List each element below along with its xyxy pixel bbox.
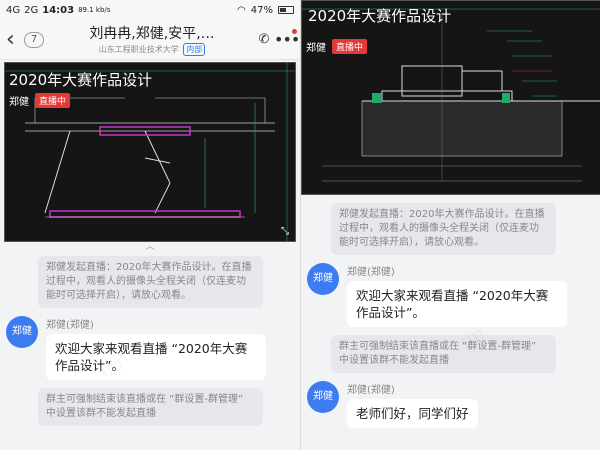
chat-message: 郑健 郑健(郑健) 老师们好，同学们好 (301, 377, 600, 432)
more-icon[interactable]: ••• (274, 29, 300, 49)
back-arrow-icon[interactable]: ‹ (6, 27, 15, 52)
system-message: 群主可强制结束该直播或在 “群设置-群管理” 中设置该群不能发起直播 (331, 335, 556, 373)
chat-title-area[interactable]: 刘冉冉,郑健,安平,… 山东工程职业技术大学 内部 (50, 23, 254, 56)
video-host-name: 郑健 (306, 43, 326, 54)
live-badge: 直播中 (35, 93, 71, 108)
sender-name: 郑健(郑健) (46, 320, 94, 331)
chat-message: 郑健 郑健(郑健) 欢迎大家来观看直播 “2020年大赛作品设计”。 (301, 259, 600, 331)
wifi-icon: ◠ (237, 4, 246, 16)
sender-name: 郑健(郑健) (347, 385, 395, 396)
internal-tag: 内部 (183, 43, 206, 56)
chat-message: 郑健 郑健(郑健) 欢迎大家来观看直播 “2020年大赛作品设计”。 (0, 312, 300, 384)
chat-header: ‹ 7 刘冉冉,郑健,安平,… 山东工程职业技术大学 内部 ✆ ••• (0, 20, 300, 60)
chat-subtitle-row: 山东工程职业技术大学 内部 (50, 43, 254, 56)
system-message: 郑健发起直播：2020年大赛作品设计。在直播过程中，观看人的摄像头全程关闭（仅连… (331, 203, 556, 255)
sender-name: 郑健(郑健) (347, 267, 395, 278)
unread-count-badge[interactable]: 7 (24, 31, 44, 48)
avatar[interactable]: 郑健 (307, 263, 339, 295)
message-bubble[interactable]: 老师们好，同学们好 (347, 399, 478, 428)
right-phone-screen: 2020年大赛作品设计 郑健 直播中 郑健发起直播：2020年大赛作品设计。在直… (300, 0, 600, 450)
avatar[interactable]: 郑健 (307, 381, 339, 413)
network-speed: 89.1 kb/s (78, 6, 111, 14)
clock: 14:03 (42, 4, 75, 16)
status-bar: 4G 2G 14:03 89.1 kb/s ◠ 47% (0, 0, 300, 20)
org-name: 山东工程职业技术大学 (98, 45, 179, 54)
chevron-up-icon[interactable]: ︿ (145, 242, 155, 252)
fullscreen-icon[interactable]: ⤡ (281, 226, 289, 237)
system-message: 郑健发起直播：2020年大赛作品设计。在直播过程中，观看人的摄像头全程关闭（仅连… (38, 256, 263, 308)
live-video-player[interactable]: 2020年大赛作品设计 郑健 直播中 ⤡ (4, 62, 296, 242)
left-phone-screen: 4G 2G 14:03 89.1 kb/s ◠ 47% ‹ 7 刘冉冉,郑健,安… (0, 0, 300, 426)
message-bubble[interactable]: 欢迎大家来观看直播 “2020年大赛作品设计”。 (347, 281, 567, 327)
video-host-name: 郑健 (9, 97, 29, 108)
signal-indicator-2: 2G (24, 4, 39, 16)
system-message: 群主可强制结束该直播或在 “群设置-群管理” 中设置该群不能发起直播 (38, 388, 263, 426)
chat-title: 刘冉冉,郑健,安平,… (89, 26, 215, 42)
cad-drawing (302, 1, 600, 194)
message-bubble[interactable]: 欢迎大家来观看直播 “2020年大赛作品设计”。 (46, 334, 266, 380)
battery-icon (278, 6, 294, 14)
video-title: 2020年大赛作品设计 (9, 71, 153, 89)
live-badge: 直播中 (332, 39, 368, 54)
cad-drawing (5, 63, 295, 241)
battery-percent: 47% (250, 4, 273, 16)
avatar[interactable]: 郑健 (6, 316, 38, 348)
video-title: 2020年大赛作品设计 (308, 7, 452, 25)
phone-icon[interactable]: ✆ (258, 32, 270, 47)
signal-indicator: 4G (6, 4, 21, 16)
live-video-player[interactable]: 2020年大赛作品设计 郑健 直播中 (301, 0, 600, 195)
